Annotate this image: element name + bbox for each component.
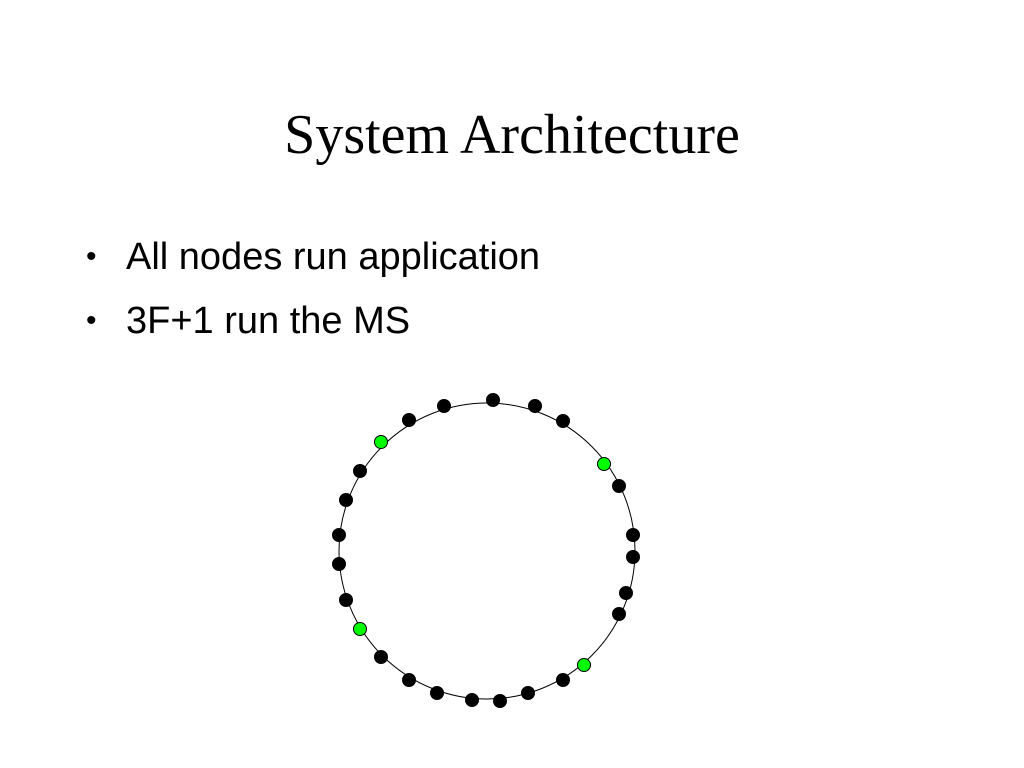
- node: [332, 528, 346, 542]
- node: [626, 550, 640, 564]
- slide-title: System Architecture: [284, 104, 740, 166]
- bullet-list: • All nodes run application • 3F+1 run t…: [86, 228, 946, 356]
- bullet-text: 3F+1 run the MS: [126, 300, 411, 342]
- bullet-symbol: •: [86, 240, 97, 273]
- node: [521, 686, 535, 700]
- node: [556, 673, 570, 687]
- node: [626, 528, 640, 542]
- node: [339, 593, 353, 607]
- node: [374, 650, 388, 664]
- node: [619, 586, 633, 600]
- node: [332, 557, 346, 571]
- node: [556, 414, 570, 428]
- node: [353, 464, 367, 478]
- ms-node-highlighted: [353, 622, 367, 636]
- node: [528, 399, 542, 413]
- bullet-item: • 3F+1 run the MS: [86, 292, 946, 356]
- node: [493, 694, 507, 708]
- node-ring-diagram: [332, 393, 640, 708]
- node: [612, 479, 626, 493]
- bullet-item: • All nodes run application: [86, 228, 946, 292]
- ms-node-highlighted: [577, 658, 591, 672]
- node: [465, 693, 479, 707]
- bullet-symbol: •: [86, 304, 97, 337]
- ms-node-highlighted: [597, 457, 611, 471]
- node: [339, 493, 353, 507]
- bullet-text: All nodes run application: [126, 236, 541, 278]
- node: [437, 399, 451, 413]
- node: [612, 607, 626, 621]
- node: [402, 413, 416, 427]
- node: [430, 686, 444, 700]
- ms-node-highlighted: [374, 435, 388, 449]
- node: [486, 393, 500, 407]
- node: [402, 673, 416, 687]
- node-group: [332, 393, 640, 708]
